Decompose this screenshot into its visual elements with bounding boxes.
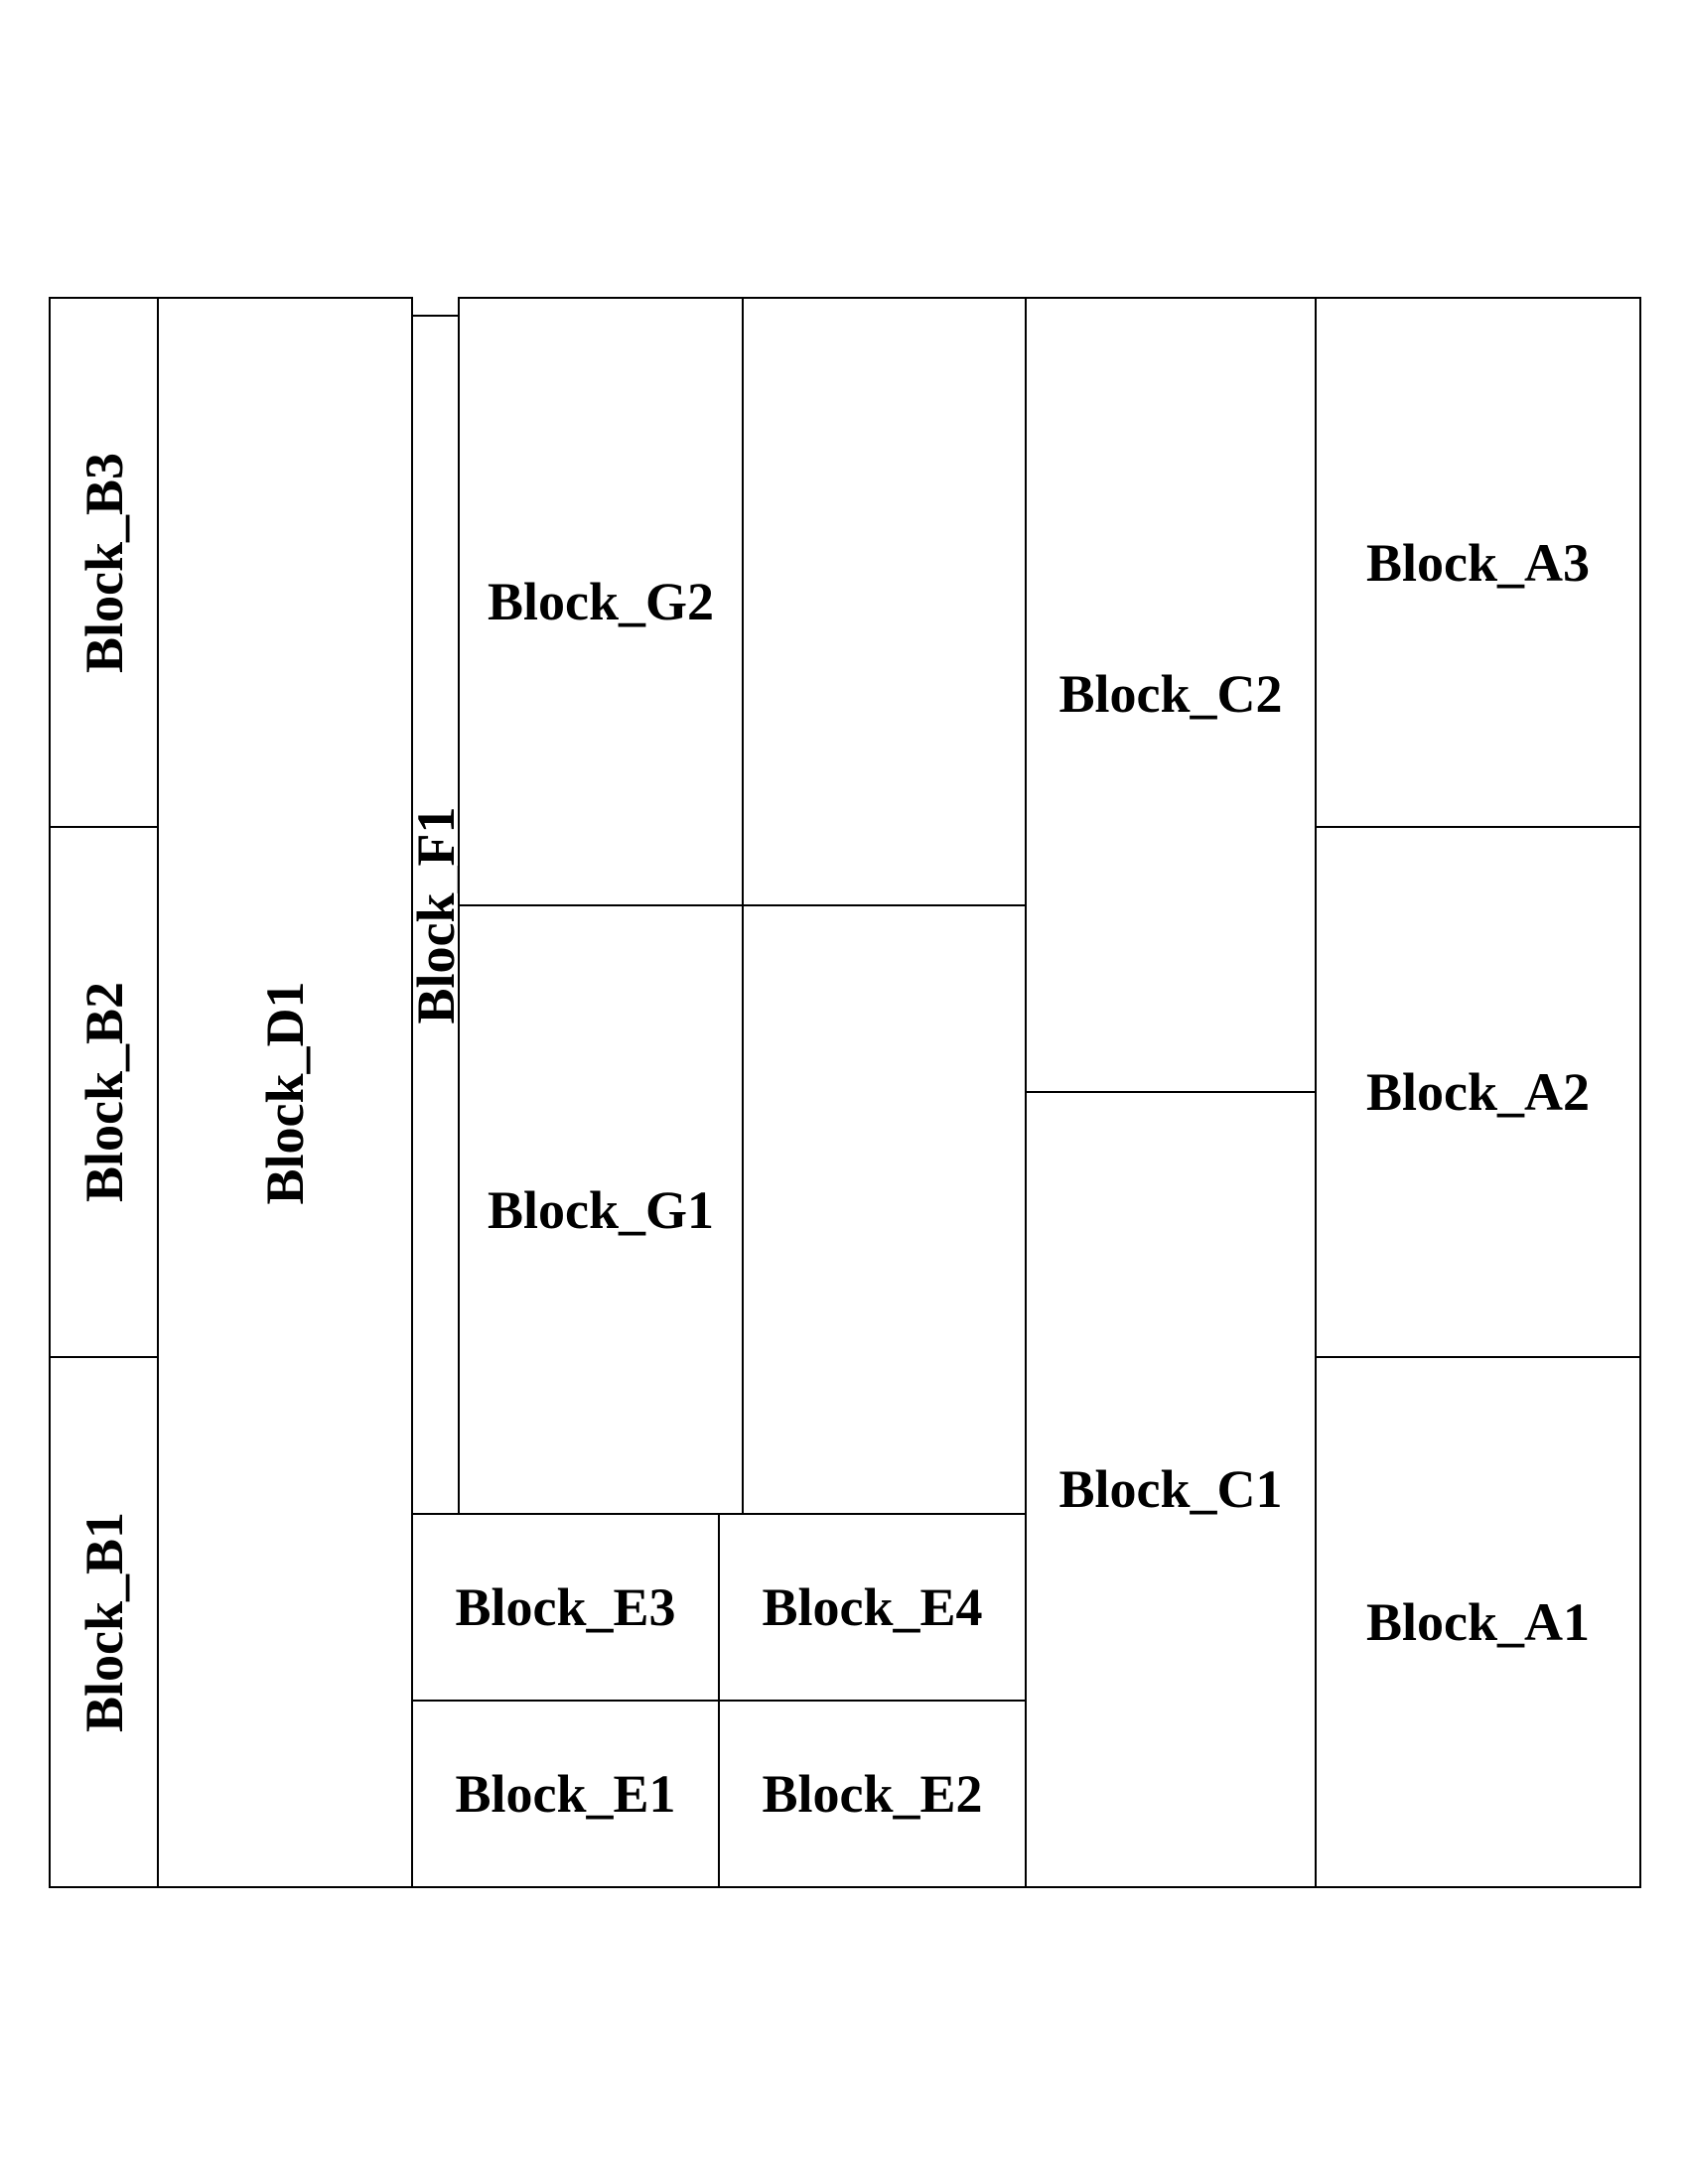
block-a3-label: Block_A3 (1365, 532, 1591, 593)
block-c1-label: Block_C1 (1058, 1459, 1283, 1519)
block-b2-label: Block_B2 (73, 981, 134, 1203)
block-a1: Block_A1 (1315, 1356, 1641, 1888)
block-c2: Block_C2 (1025, 297, 1317, 1093)
block-g2: Block_G2 (458, 297, 744, 906)
block-e2: Block_E2 (718, 1700, 1027, 1888)
unlabeled-block-lower (742, 904, 1027, 1515)
block-e3: Block_E3 (411, 1513, 720, 1702)
block-b1-label: Block_B1 (73, 1511, 134, 1733)
block-d1-label: Block_D1 (255, 980, 315, 1205)
block-e1: Block_E1 (411, 1700, 720, 1888)
block-e1-label: Block_E1 (455, 1764, 676, 1824)
block-e3-label: Block_E3 (455, 1577, 676, 1637)
block-a2-label: Block_A2 (1365, 1062, 1591, 1122)
block-f1: Block_F1 (405, 315, 466, 1515)
block-a2: Block_A2 (1315, 826, 1641, 1358)
block-b3-label: Block_B3 (73, 452, 134, 673)
block-c1: Block_C1 (1025, 1091, 1317, 1888)
block-e2-label: Block_E2 (762, 1764, 983, 1824)
block-a3: Block_A3 (1315, 297, 1641, 828)
unlabeled-block-upper (742, 297, 1027, 906)
block-g1-label: Block_G1 (487, 1179, 715, 1240)
block-c2-label: Block_C2 (1058, 664, 1283, 724)
block-a1-label: Block_A1 (1365, 1592, 1591, 1652)
block-g2-label: Block_G2 (487, 572, 715, 631)
block-e4-label: Block_E4 (762, 1577, 983, 1637)
block-e4: Block_E4 (718, 1513, 1027, 1702)
block-b1: Block_B1 (49, 1356, 159, 1888)
block-d1: Block_D1 (157, 297, 413, 1888)
block-g1: Block_G1 (458, 904, 744, 1515)
block-b3: Block_B3 (49, 297, 159, 828)
block-f1-label: Block_F1 (405, 806, 466, 1024)
block-b2: Block_B2 (49, 826, 159, 1358)
